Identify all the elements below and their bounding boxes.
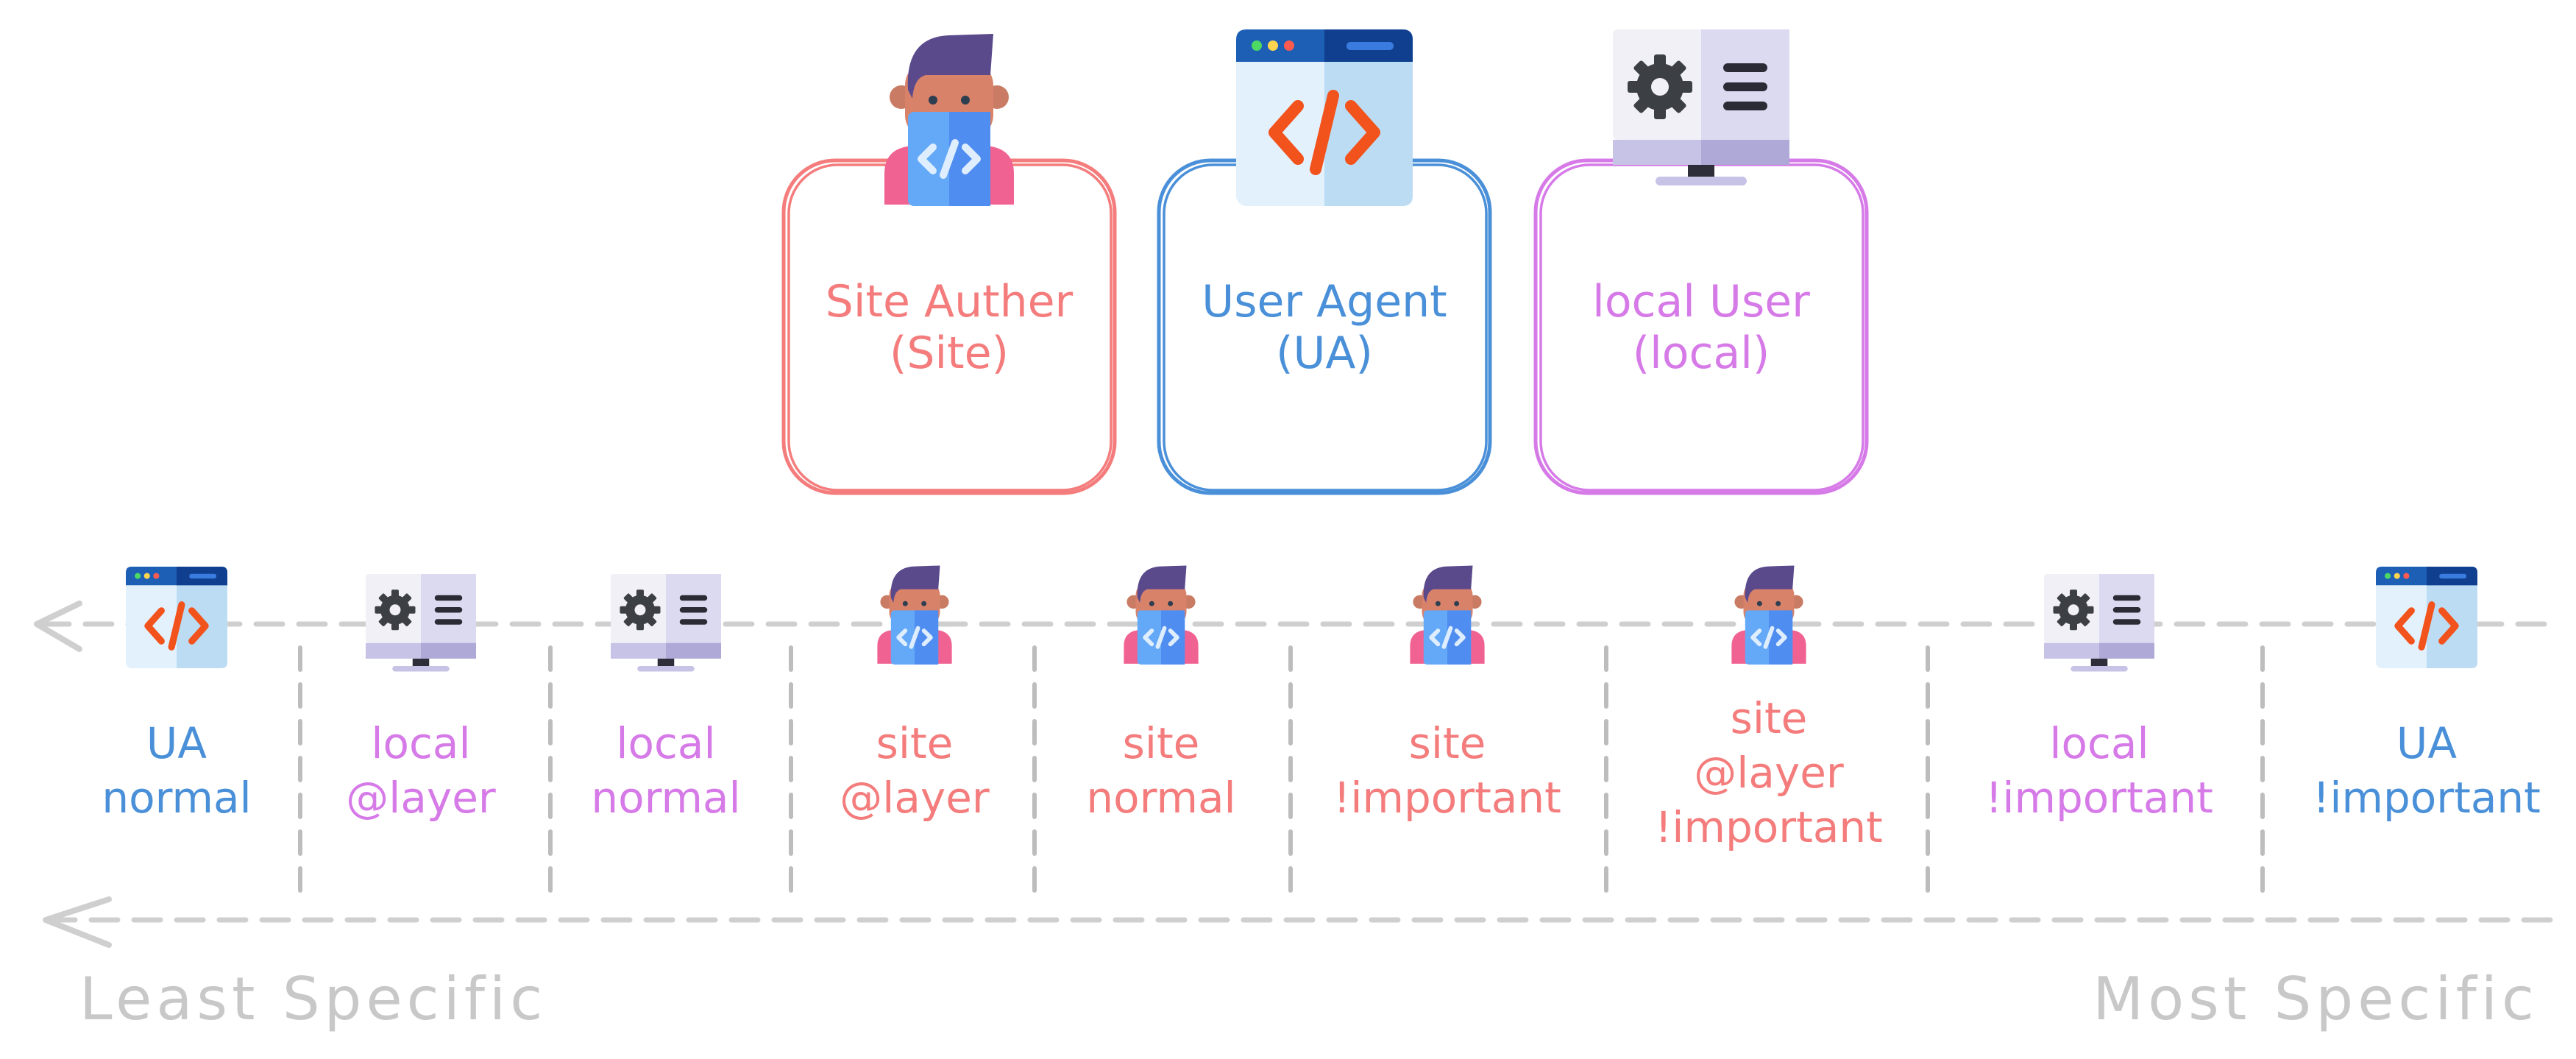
cascade-item-6: site!important bbox=[1333, 565, 1561, 823]
lower-axis-arrowhead bbox=[43, 896, 112, 948]
most-specific-label: Most Specific bbox=[2093, 965, 2538, 1033]
cascade-label-line: !important bbox=[1655, 802, 1883, 852]
cascade-label-line: local bbox=[616, 718, 715, 768]
cascade-label-line: site bbox=[1409, 718, 1486, 768]
cascade-item-4: site@layer bbox=[840, 565, 990, 823]
cascade-item-8: local!important bbox=[1985, 574, 2213, 823]
cascade-label-line: normal bbox=[102, 773, 251, 823]
developer-icon bbox=[1731, 565, 1806, 665]
cascade-label-line: UA bbox=[2396, 718, 2457, 768]
code-window-icon bbox=[1236, 29, 1413, 206]
upper-axis-arrowhead bbox=[34, 601, 82, 652]
cascade-item-9: UA!important bbox=[2313, 567, 2541, 823]
cascade-label-line: site bbox=[876, 718, 954, 768]
developer-icon bbox=[884, 34, 1014, 206]
cascade-label-line: local bbox=[371, 718, 470, 768]
settings-monitor-icon bbox=[1613, 29, 1789, 185]
origin-subtitle: (local) bbox=[1633, 327, 1770, 379]
origin-subtitle: (Site) bbox=[890, 327, 1009, 379]
code-window-icon bbox=[126, 567, 227, 668]
settings-monitor-icon bbox=[2044, 574, 2154, 672]
cascade-label-line: !important bbox=[1985, 773, 2213, 823]
developer-icon bbox=[877, 565, 952, 665]
cascade-label-line: normal bbox=[1086, 773, 1235, 823]
origins-group: Site Auther(Site)User Agent(UA)local Use… bbox=[781, 29, 1869, 495]
cascade-label-line: local bbox=[2049, 718, 2149, 768]
cascade-label-line: @layer bbox=[1694, 748, 1844, 798]
origin-title: local User bbox=[1592, 276, 1810, 327]
origin-card-local: local User(local) bbox=[1533, 29, 1869, 495]
cascade-label-line: normal bbox=[591, 773, 740, 823]
origin-card-site: Site Auther(Site) bbox=[781, 34, 1117, 495]
developer-icon bbox=[1124, 565, 1199, 665]
origin-card-ua: User Agent(UA) bbox=[1157, 29, 1492, 495]
cascade-label-line: !important bbox=[2313, 773, 2541, 823]
origin-title: User Agent bbox=[1202, 276, 1447, 327]
settings-monitor-icon bbox=[366, 574, 476, 672]
cascade-label-line: UA bbox=[146, 718, 207, 768]
cascade-label-line: site bbox=[1731, 693, 1808, 743]
axis-labels: Least Specific Most Specific bbox=[79, 965, 2538, 1033]
developer-icon bbox=[1410, 565, 1485, 665]
least-specific-label: Least Specific bbox=[79, 965, 547, 1033]
cascade-label-line: site bbox=[1123, 718, 1200, 768]
code-window-icon bbox=[2376, 567, 2477, 668]
cascade-label-line: !important bbox=[1333, 773, 1561, 823]
cascade-item-2: local@layer bbox=[346, 574, 496, 823]
cascade-label-line: @layer bbox=[346, 773, 496, 823]
origin-subtitle: (UA) bbox=[1276, 327, 1373, 379]
cascade-label-line: @layer bbox=[840, 773, 990, 823]
cascade-item-7: site@layer!important bbox=[1655, 565, 1883, 852]
settings-monitor-icon bbox=[611, 574, 721, 672]
cascade-group: UAnormallocal@layerlocalnormalsite@layer… bbox=[102, 565, 2541, 852]
origin-title: Site Auther bbox=[826, 276, 1074, 327]
